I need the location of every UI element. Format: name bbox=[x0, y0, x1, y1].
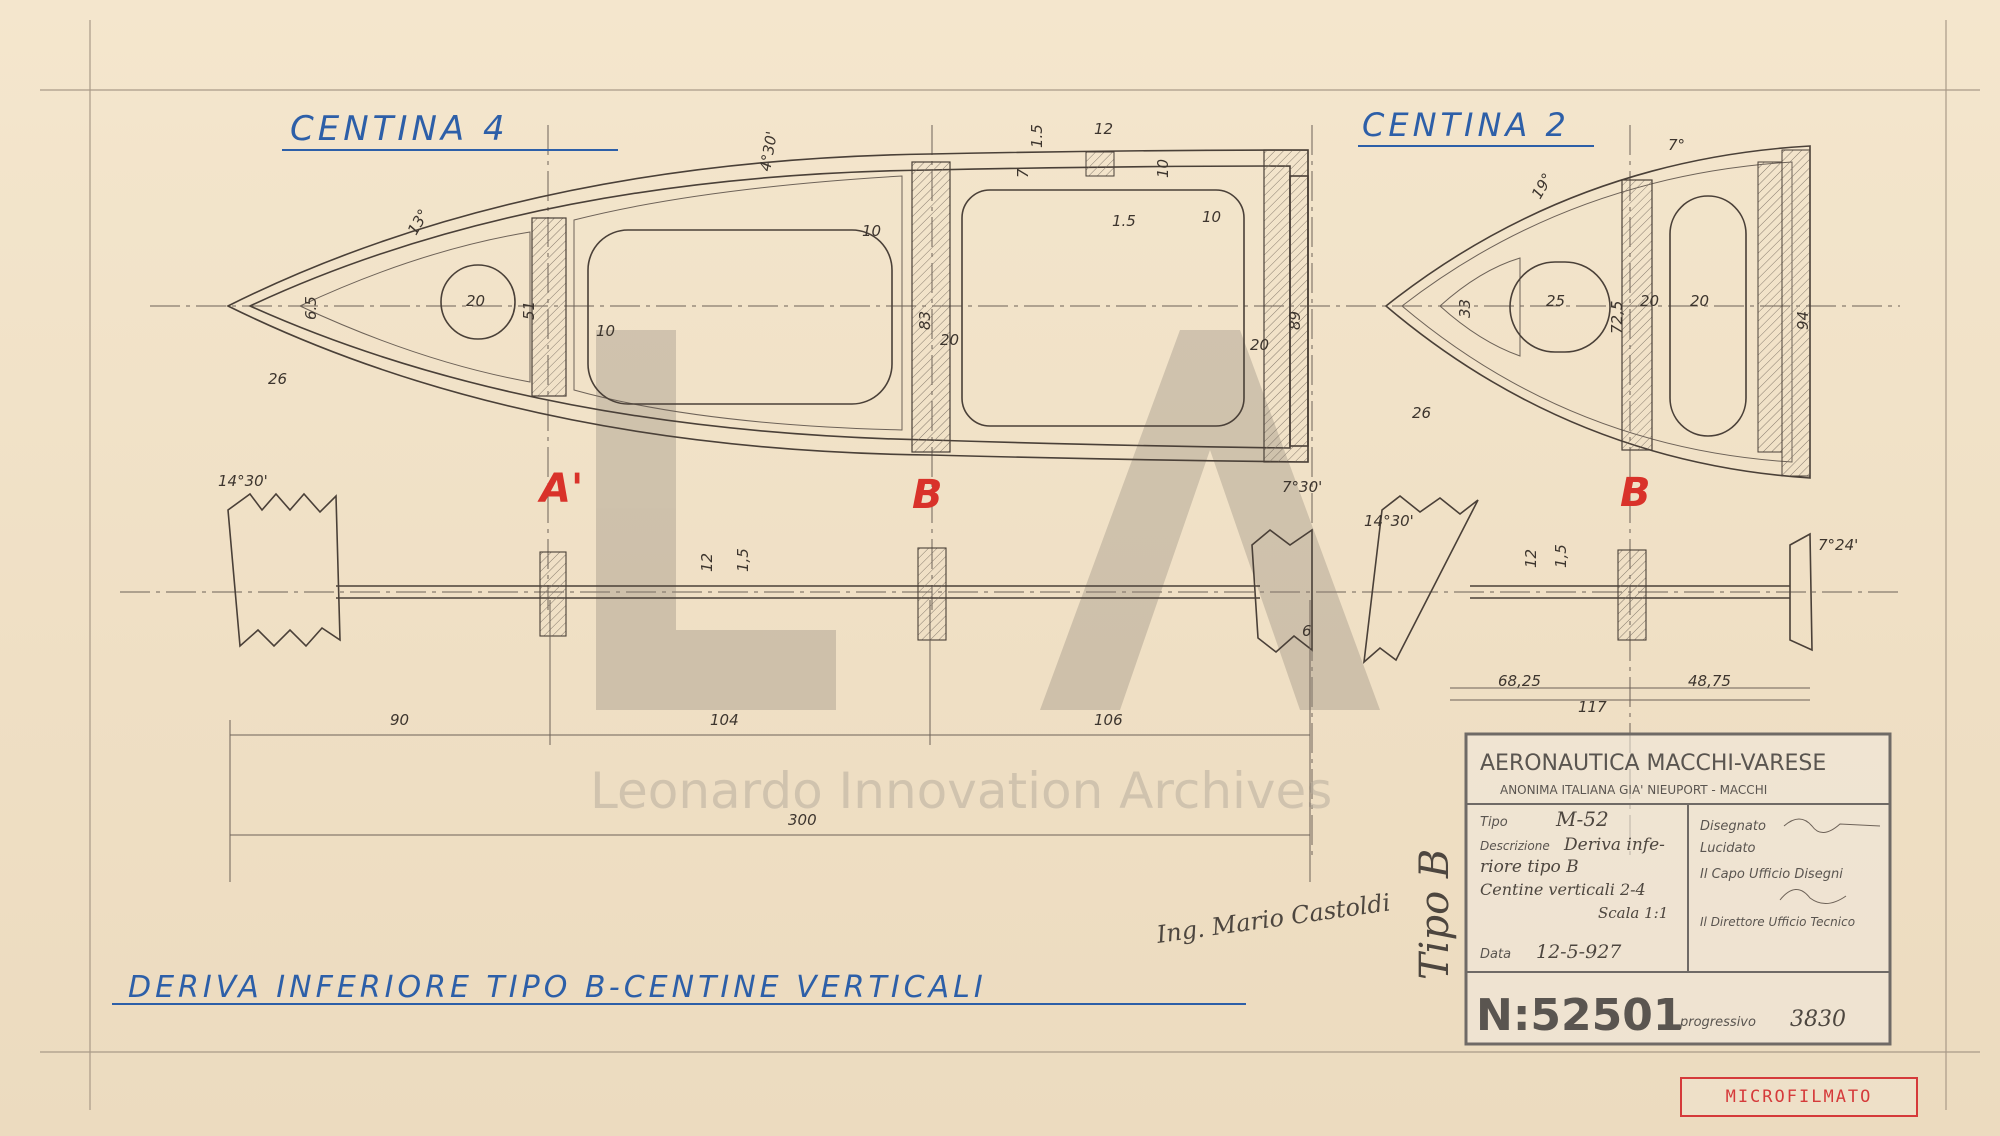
svg-text:68,25: 68,25 bbox=[1498, 672, 1541, 690]
svg-text:10: 10 bbox=[862, 222, 881, 240]
svg-text:12: 12 bbox=[1094, 120, 1113, 138]
svg-text:20: 20 bbox=[466, 292, 485, 310]
svg-text:4°30': 4°30' bbox=[756, 130, 781, 173]
svg-text:7°: 7° bbox=[1668, 136, 1685, 154]
main-title: DERIVA INFERIORE TIPO B-CENTINE VERTICAL… bbox=[128, 970, 987, 1005]
svg-text:12: 12 bbox=[1522, 549, 1540, 568]
svg-text:Lucidato: Lucidato bbox=[1700, 841, 1756, 856]
section-label-b: B bbox=[912, 472, 943, 518]
svg-text:10: 10 bbox=[1202, 208, 1221, 226]
svg-text:6.5: 6.5 bbox=[302, 296, 320, 320]
svg-text:19°: 19° bbox=[1528, 170, 1557, 202]
svg-text:117: 117 bbox=[1578, 698, 1607, 716]
svg-text:94: 94 bbox=[1794, 311, 1812, 330]
svg-text:90: 90 bbox=[390, 711, 409, 729]
svg-text:51: 51 bbox=[520, 301, 538, 320]
section-label-a: A' bbox=[537, 466, 583, 512]
svg-text:12: 12 bbox=[698, 553, 716, 572]
heading-centina-4: CENTINA 4 bbox=[290, 109, 509, 149]
svg-text:1,5: 1,5 bbox=[734, 548, 752, 572]
svg-text:20: 20 bbox=[1250, 336, 1269, 354]
centina-2-rib bbox=[1384, 145, 1811, 479]
dimensions-centina-2: 26 33 25 72,5 20 20 94 19° 7° 14°30' 7°2… bbox=[1364, 136, 1858, 716]
svg-text:48,75: 48,75 bbox=[1688, 672, 1731, 690]
svg-text:20: 20 bbox=[940, 331, 959, 349]
svg-text:26: 26 bbox=[268, 370, 287, 388]
stamp-date: 12-5-927 bbox=[1536, 941, 1622, 963]
svg-text:Scala 1:1: Scala 1:1 bbox=[1598, 904, 1668, 922]
svg-text:Disegnato: Disegnato bbox=[1700, 819, 1766, 834]
svg-text:Il Capo Ufficio Disegni: Il Capo Ufficio Disegni bbox=[1700, 867, 1843, 882]
svg-text:7°30': 7°30' bbox=[1282, 478, 1322, 496]
svg-text:33: 33 bbox=[1456, 299, 1474, 318]
svg-text:83: 83 bbox=[916, 311, 934, 330]
svg-text:7°24': 7°24' bbox=[1818, 536, 1858, 554]
svg-text:20: 20 bbox=[1690, 292, 1709, 310]
svg-text:6: 6 bbox=[1302, 622, 1312, 640]
stamp-company: AERONAUTICA MACCHI-VARESE bbox=[1480, 751, 1826, 776]
svg-text:Centine verticali 2-4: Centine verticali 2-4 bbox=[1480, 880, 1646, 899]
svg-text:25: 25 bbox=[1546, 292, 1565, 310]
svg-text:26: 26 bbox=[1412, 404, 1431, 422]
svg-text:10: 10 bbox=[1154, 159, 1172, 178]
svg-text:89: 89 bbox=[1286, 311, 1304, 330]
section-label-b2: B bbox=[1620, 470, 1651, 516]
svg-text:14°30': 14°30' bbox=[218, 472, 268, 490]
title-block-stamp: AERONAUTICA MACCHI-VARESE ANONIMA ITALIA… bbox=[1464, 732, 1892, 1046]
svg-text:Deriva infe-: Deriva infe- bbox=[1563, 835, 1665, 855]
svg-text:104: 104 bbox=[710, 711, 739, 729]
svg-text:1,5: 1,5 bbox=[1552, 544, 1570, 568]
watermark-text: Leonardo Innovation Archives bbox=[590, 762, 1332, 820]
stamp-number: N:52501 bbox=[1476, 990, 1684, 1041]
svg-text:Tipo: Tipo bbox=[1480, 815, 1508, 830]
stamp-progressivo: 3830 bbox=[1790, 1007, 1846, 1032]
centina-4-rib bbox=[226, 149, 1309, 463]
svg-text:20: 20 bbox=[1640, 292, 1659, 310]
svg-text:72,5: 72,5 bbox=[1608, 301, 1626, 334]
tipo-b-note: Tipo B bbox=[1412, 849, 1458, 980]
svg-text:Descrizione: Descrizione bbox=[1480, 839, 1550, 853]
stamp-subtitle: ANONIMA ITALIANA GIA' NIEUPORT - MACCHI bbox=[1500, 783, 1767, 797]
svg-text:riore tipo B: riore tipo B bbox=[1480, 857, 1579, 877]
watermark-logo bbox=[596, 330, 1380, 710]
svg-text:300: 300 bbox=[788, 811, 817, 829]
heading-centina-2: CENTINA 2 bbox=[1362, 106, 1570, 144]
stamp-tipo: M-52 bbox=[1555, 807, 1609, 831]
svg-text:7: 7 bbox=[1014, 168, 1032, 178]
svg-text:progressivo: progressivo bbox=[1679, 1015, 1756, 1030]
svg-text:10: 10 bbox=[596, 322, 615, 340]
microfilm-stamp: MICROFILMATO bbox=[1680, 1077, 1918, 1117]
section-centina-2 bbox=[1362, 494, 1813, 701]
section-centina-4 bbox=[227, 492, 1313, 882]
signature: Ing. Mario Castoldi bbox=[1154, 888, 1392, 949]
svg-text:106: 106 bbox=[1094, 711, 1123, 729]
svg-text:1.5: 1.5 bbox=[1112, 212, 1136, 230]
svg-text:Data: Data bbox=[1480, 947, 1511, 962]
svg-text:1.5: 1.5 bbox=[1028, 124, 1046, 148]
svg-text:Il Direttore Ufficio Tecnico: Il Direttore Ufficio Tecnico bbox=[1700, 915, 1855, 929]
svg-text:14°30': 14°30' bbox=[1364, 512, 1414, 530]
